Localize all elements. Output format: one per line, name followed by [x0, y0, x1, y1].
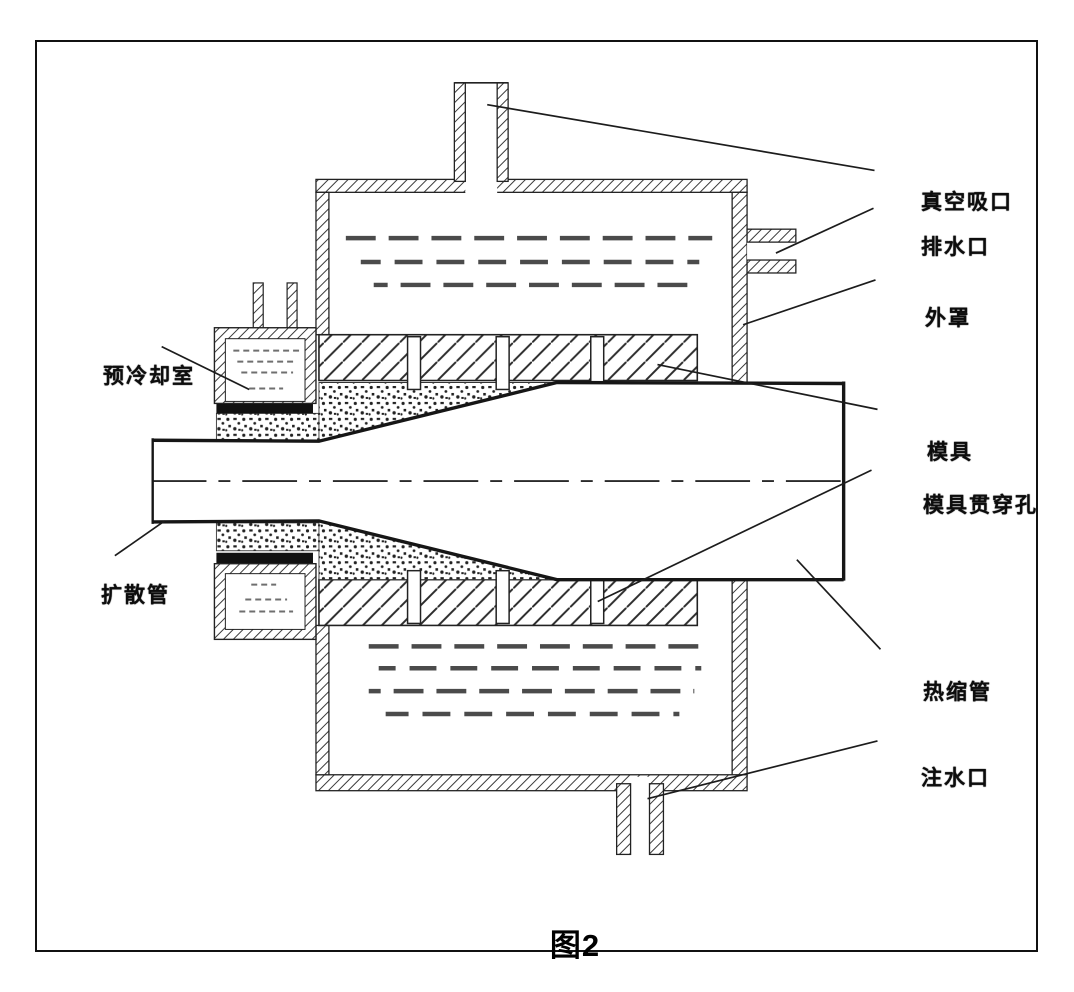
label-heat-shrink-tube: 热缩管: [923, 681, 992, 704]
label-outer-cover: 外罩: [925, 307, 971, 330]
label-diffuser-tube: 扩散管: [101, 584, 170, 607]
label-die-through-hole: 模具贯穿孔: [923, 494, 1038, 517]
water-inlet-pipe: [615, 776, 665, 856]
label-vacuum-port: 真空吸口: [921, 191, 1013, 214]
vacuum-port-pipe: [453, 81, 509, 194]
seal-bands: [216, 402, 313, 564]
label-die: 模具: [927, 441, 973, 464]
tube-outline: [151, 380, 846, 582]
precooling-chamber-lower: [213, 563, 317, 641]
label-water-inlet: 注水口: [921, 767, 990, 790]
label-precooling-chamber: 预冷却室: [103, 365, 195, 388]
diagram-canvas: [114, 81, 882, 856]
precooling-chamber-upper: [213, 282, 317, 405]
figure-caption: 图2: [549, 928, 601, 963]
die-through-holes: [406, 335, 605, 625]
figure-frame: 真空吸口 排水口 外罩 模具 模具贯穿孔 热缩管 注水口 预冷却室 扩散管 图2: [35, 40, 1038, 963]
label-drain-port: 排水口: [921, 236, 990, 259]
leader-lines: [114, 103, 882, 800]
drain-port-pipe: [746, 228, 797, 274]
cooling-water-lower: [368, 644, 710, 717]
cooling-water-upper: [345, 235, 713, 288]
